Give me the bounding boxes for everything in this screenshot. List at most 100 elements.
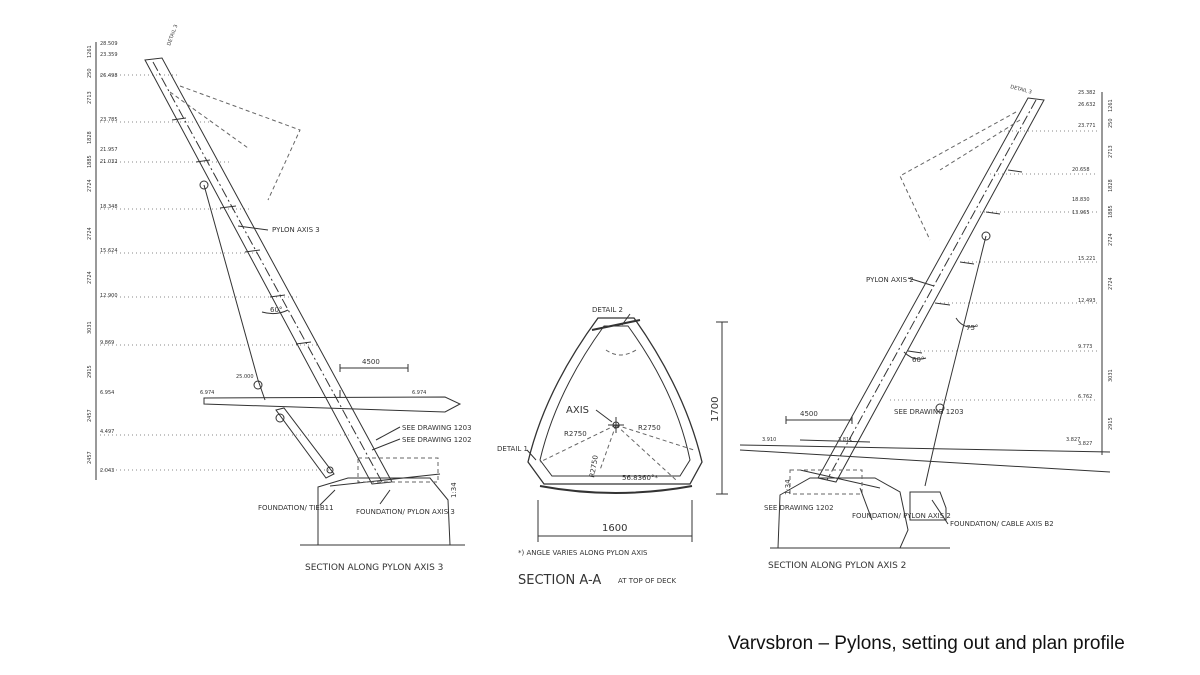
left-level-labels: 28.509 23.359 26.498 23.785 21.957 21.03…: [100, 41, 118, 474]
right-foundation-pylon: FOUNDATION/ PYLON AXIS 2: [852, 512, 951, 520]
right-deck-level: 3.811: [838, 437, 852, 443]
right-slope-label: 1:34: [784, 479, 792, 495]
left-level-lines: [100, 74, 350, 471]
detail-1-label: DETAIL 1: [497, 445, 528, 453]
left-side-dim: 3031: [87, 321, 93, 334]
right-level-label: 20.658: [1072, 167, 1090, 173]
left-pylon-view: [95, 42, 465, 546]
left-section-title: SECTION ALONG PYLON AXIS 3: [305, 563, 443, 573]
right-side-dims: 1261 250 2713 1828 1885 2724 2724 3031 2…: [1108, 99, 1114, 430]
left-pylon-segments: [171, 117, 312, 345]
right-level-lines: [890, 130, 1098, 401]
left-level-label: 2.043: [100, 468, 114, 474]
left-foundation-pylon: FOUNDATION/ PYLON AXIS 3: [356, 508, 455, 516]
left-level-label: 23.359: [100, 52, 118, 58]
right-side-dim: 2724: [1108, 233, 1114, 246]
left-side-dim: 2713: [87, 91, 93, 104]
right-side-dim: 2724: [1108, 277, 1114, 290]
angle-label: 56.8360°*: [622, 474, 658, 482]
left-level-label: 6.954: [100, 390, 114, 396]
radius-right-label: R2750: [638, 424, 661, 432]
left-side-dim: 2724: [87, 271, 93, 284]
left-side-dim: 2724: [87, 227, 93, 240]
right-deck-level: 3.827: [1066, 437, 1080, 443]
left-foundation-tieb: FOUNDATION/ TIEB11: [258, 504, 334, 512]
slide-caption: Varvsbron – Pylons, setting out and plan…: [728, 633, 1125, 654]
left-backstay: [203, 184, 259, 381]
right-level-label: 13.965: [1072, 210, 1090, 216]
left-level-label: 4.497: [100, 429, 114, 435]
width-dim-label: 1600: [602, 523, 627, 534]
right-angle-75: 75°: [966, 324, 978, 332]
left-deck-level: 6.974: [412, 390, 426, 396]
axis-label: AXIS: [566, 405, 589, 416]
left-level-label: 21.032: [100, 159, 118, 165]
right-deck-level: 3.910: [762, 437, 776, 443]
section-outer-shell: [527, 317, 703, 485]
right-foundation-cable: FOUNDATION/ CABLE AXIS B2: [950, 520, 1054, 528]
left-level-label: 9.869: [100, 340, 114, 346]
right-level-label: 18.830: [1072, 197, 1090, 203]
left-side-dims: 1261 250 2713 1828 1885 2724 2724 2724 3…: [87, 45, 93, 464]
left-side-dim: 1261: [87, 45, 93, 58]
left-level-label: 18.348: [100, 204, 118, 210]
section-inner-shell: [539, 325, 691, 477]
left-side-dim: 2457: [87, 409, 93, 422]
right-level-label: 9.773: [1078, 344, 1092, 350]
radius-bottom-label: R2750: [588, 455, 600, 479]
left-level-label: 28.509: [100, 41, 118, 47]
right-level-label: 26.632: [1078, 102, 1096, 108]
right-dim-4500: 4500: [800, 410, 818, 418]
left-side-dim: 250: [87, 68, 93, 78]
right-level-label: 25.382: [1078, 90, 1096, 96]
right-section-title: SECTION ALONG PYLON AXIS 2: [768, 561, 906, 571]
left-deck-level: 6.974: [200, 390, 214, 396]
left-pylon-body: [144, 57, 393, 485]
right-see-drawing-1203: SEE DRAWING 1203: [894, 408, 964, 416]
left-side-dim: 2915: [87, 365, 93, 378]
left-slope-label: 1:34: [450, 482, 458, 498]
left-joint-level: 25.000: [236, 374, 254, 380]
section-a-a-title: SECTION A-A: [518, 573, 601, 588]
left-side-dim: 1885: [87, 155, 93, 168]
right-side-dim: 1885: [1108, 205, 1114, 218]
right-level-label: 15.221: [1078, 256, 1096, 262]
right-level-label: 3.827: [1078, 441, 1092, 447]
left-side-dim: 2457: [87, 451, 93, 464]
right-pylon-label: PYLON AXIS 2: [866, 276, 914, 284]
right-pylon-body: [817, 97, 1045, 483]
left-detail-label: DETAIL 3: [166, 24, 179, 47]
left-see-drawing-1202: SEE DRAWING 1202: [402, 436, 472, 444]
left-level-label: 23.785: [100, 117, 118, 123]
left-see-drawing-1203: SEE DRAWING 1203: [402, 424, 472, 432]
section-a-a-view: [526, 313, 728, 542]
right-side-dim: 1828: [1108, 179, 1114, 192]
left-pylon-label: PYLON AXIS 3: [272, 226, 320, 234]
left-side-dim: 2724: [87, 179, 93, 192]
right-deck-top: [739, 444, 1111, 453]
right-side-dim: 250: [1108, 118, 1114, 128]
left-deck: [203, 396, 462, 413]
left-level-label: 12.900: [100, 293, 118, 299]
right-angle-60: 60°: [912, 356, 924, 364]
right-side-dim: 1261: [1108, 99, 1114, 112]
left-dim-4500: 4500: [362, 358, 380, 366]
right-detail-label: DETAIL 3: [1009, 84, 1032, 96]
right-side-dim: 3031: [1108, 369, 1114, 382]
detail-2-label: DETAIL 2: [592, 306, 623, 314]
right-pylon-segments: [907, 169, 1023, 354]
angle-note: *) ANGLE VARIES ALONG PYLON AXIS: [518, 549, 648, 557]
left-angle-label: 60°: [270, 306, 282, 314]
right-pylon-view: [739, 92, 1111, 549]
right-side-dim: 2713: [1108, 145, 1114, 158]
radius-left-label: R2750: [564, 430, 587, 438]
left-side-dim: 1828: [87, 131, 93, 144]
right-level-label: 23.771: [1078, 123, 1096, 129]
left-level-label: 26.498: [100, 73, 118, 79]
right-level-label: 6.762: [1078, 394, 1092, 400]
right-level-labels: 25.382 26.632 23.771 20.658 18.830 13.96…: [1072, 90, 1096, 447]
left-level-label: 21.957: [100, 147, 118, 153]
right-backstay: [939, 235, 987, 421]
